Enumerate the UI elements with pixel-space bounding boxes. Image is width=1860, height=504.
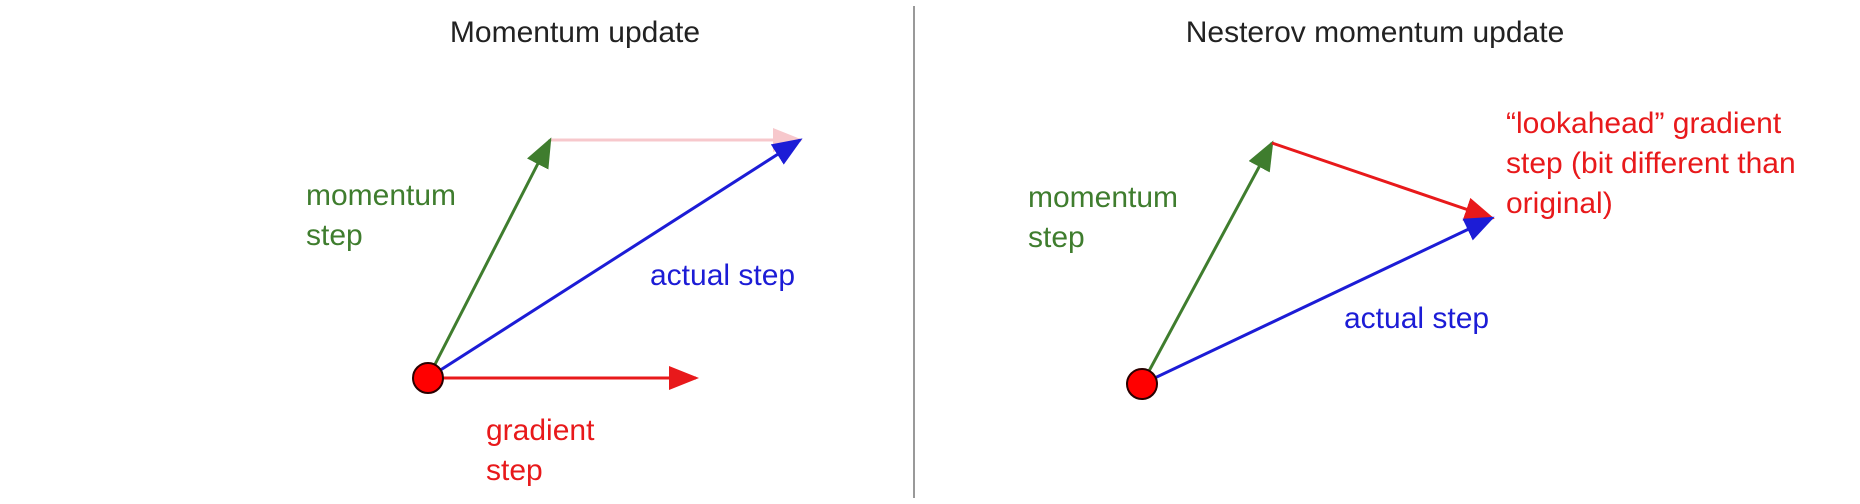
nesterov-actual-step-label: actual step <box>1344 302 1489 335</box>
actual-step-arrow <box>427 138 803 380</box>
momentum-panel-title: Momentum update <box>450 16 700 49</box>
lookahead-gradient-label: “lookahead” gradient step (bit different… <box>1506 107 1804 220</box>
start-point <box>412 362 444 394</box>
actual-step-label: actual step <box>650 259 795 292</box>
nesterov-start-point <box>1126 368 1158 400</box>
momentum-step-arrow <box>426 137 552 379</box>
nesterov-panel-title: Nesterov momentum update <box>1186 16 1565 49</box>
momentum-step-label: momentum step <box>306 179 464 252</box>
gradient-step-label: gradient step <box>486 414 603 487</box>
nesterov-actual-step-arrow <box>1141 216 1495 386</box>
nesterov-momentum-step-label: momentum step <box>1028 181 1186 254</box>
nesterov-momentum-step-arrow <box>1140 140 1274 385</box>
momentum-panel: Momentum update momentum step actual ste… <box>306 16 803 487</box>
lookahead-gradient-arrow <box>1271 141 1495 221</box>
nesterov-panel: Nesterov momentum update momentum step a… <box>1028 16 1804 400</box>
